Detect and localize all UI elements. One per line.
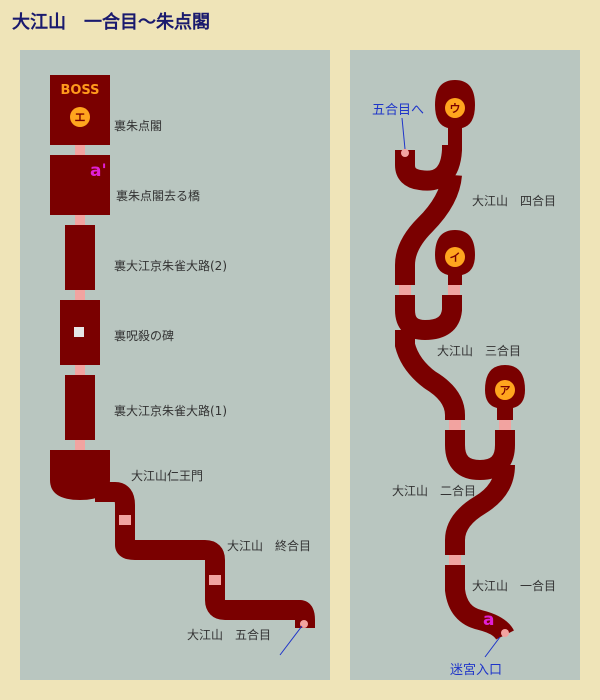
boss-label: BOSS xyxy=(60,83,99,98)
marker-i-icon[interactable] xyxy=(445,247,465,267)
marker-e: エ xyxy=(75,111,86,124)
leader-line xyxy=(279,625,303,656)
path-sangoume-curve[interactable] xyxy=(395,330,465,420)
connector xyxy=(75,440,85,450)
marker-i: イ xyxy=(450,251,461,264)
stele-icon xyxy=(74,327,84,337)
connector xyxy=(209,575,221,585)
label-ura-bridge: 裏朱点閣去る橋 xyxy=(116,188,200,203)
warp-point-entrance[interactable] xyxy=(501,629,509,637)
connector xyxy=(399,285,411,295)
connector xyxy=(119,515,131,525)
label-ura-suzaku-1: 裏大江京朱雀大路(1) xyxy=(114,403,227,418)
label-ichigoume: 大江山 一合目 xyxy=(472,578,556,593)
connector xyxy=(75,290,85,300)
path-ichigoume[interactable] xyxy=(445,565,514,641)
path-sangoume-top[interactable] xyxy=(395,295,462,341)
marker-e-icon[interactable] xyxy=(70,107,90,127)
label-gogoume: 大江山 五合目 xyxy=(187,627,271,642)
connector xyxy=(449,555,461,565)
path-to-gogoume[interactable] xyxy=(95,482,315,630)
label-nigoume: 大江山 二合目 xyxy=(392,483,476,498)
connector xyxy=(449,420,461,430)
connector xyxy=(75,365,85,375)
label-sangoume: 大江山 三合目 xyxy=(437,343,521,358)
label-shugoume: 大江山 終合目 xyxy=(227,538,311,553)
room-ura-bridge[interactable] xyxy=(50,155,110,215)
marker-a-icon[interactable] xyxy=(495,380,515,400)
connector xyxy=(75,145,85,155)
label-ura-suzaku-2: 裏大江京朱雀大路(2) xyxy=(114,258,227,273)
leader-line xyxy=(401,117,406,150)
marker-a-lower: a xyxy=(483,610,494,630)
label-ura-jusatsu: 裏呪殺の碑 xyxy=(114,328,174,343)
leader-line xyxy=(484,636,501,658)
path-nigoume-curve[interactable] xyxy=(445,464,515,555)
path-nigoume-top[interactable] xyxy=(445,430,515,481)
label-entrance[interactable]: 迷宮入口 xyxy=(450,662,502,678)
connector xyxy=(499,420,511,430)
marker-a: ア xyxy=(500,384,511,397)
label-to-gogoume[interactable]: 五合目へ xyxy=(372,103,424,118)
path-yongoume-top[interactable] xyxy=(395,145,462,191)
label-yongoume: 大江山 四合目 xyxy=(472,193,556,208)
path-yongoume-curve[interactable] xyxy=(395,173,462,285)
marker-u: ウ xyxy=(450,102,461,115)
page-title: 大江山 一合目〜朱点閣 xyxy=(12,12,210,33)
marker-a-prime: a' xyxy=(90,161,107,181)
connector xyxy=(75,215,85,225)
marker-u-icon[interactable] xyxy=(445,98,465,118)
warp-point-gogoume[interactable] xyxy=(401,149,409,157)
label-ura-shutenkaku: 裏朱点閣 xyxy=(114,118,162,133)
room-ura-suzaku-1[interactable] xyxy=(65,375,95,440)
label-niomon: 大江山仁王門 xyxy=(131,469,203,483)
room-ura-suzaku-2[interactable] xyxy=(65,225,95,290)
connector xyxy=(448,285,460,295)
